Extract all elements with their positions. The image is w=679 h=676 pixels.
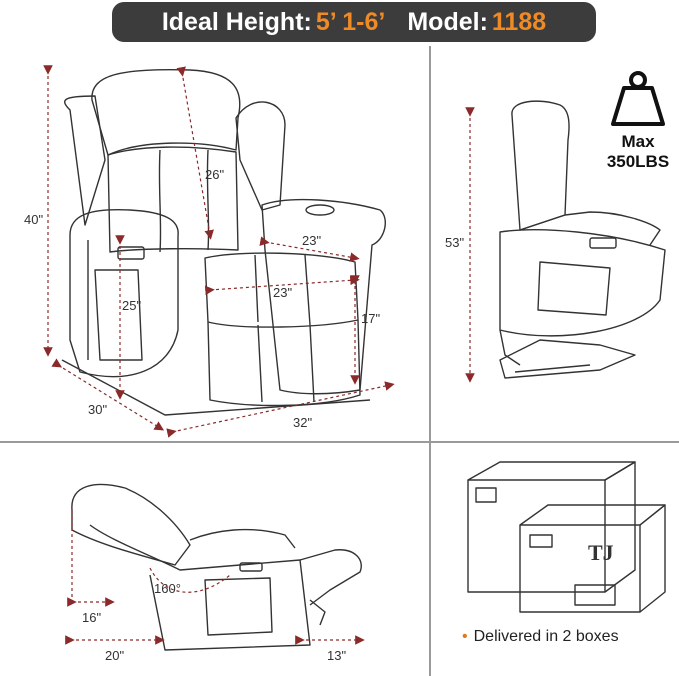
model-label: Model:: [407, 7, 488, 36]
back-height-label: 26": [205, 167, 225, 182]
seat-width-label: 23": [273, 285, 293, 300]
model-value: 1188: [491, 7, 547, 36]
lift-height-label: 53": [445, 235, 465, 250]
box-logo: TJ: [588, 540, 614, 565]
bullet-icon: •: [462, 628, 468, 645]
depth-label: 30": [88, 402, 108, 417]
max-weight-line1: Max: [621, 132, 655, 151]
max-weight-callout: Max 350LBS: [598, 70, 678, 172]
recline-view-chair-drawing: [71, 483, 362, 651]
shipping-note: • Delivered in 2 boxes: [462, 628, 619, 646]
seat-back-height-label: 25": [122, 298, 142, 313]
shipping-text: Delivered in 2 boxes: [473, 628, 619, 645]
vertical-divider: [429, 46, 431, 676]
max-weight-line2: 350LBS: [606, 152, 670, 171]
ideal-height-label: Ideal Height:: [161, 7, 312, 36]
title-banner: Ideal Height: 5’ 1-6’ Model: 1188: [112, 2, 596, 42]
seat-height-label: 17": [361, 311, 381, 326]
overall-height-label: 40": [24, 212, 44, 227]
recline-angle-label: 160°: [154, 581, 181, 596]
weight-icon: [611, 71, 665, 126]
ideal-height-value: 5’ 1-6’: [315, 7, 386, 36]
front-view-chair-drawing: [61, 68, 386, 416]
horizontal-divider: [0, 441, 679, 443]
armrest-width-label: 23": [302, 233, 322, 248]
base-depth-label: 20": [105, 648, 125, 663]
front-view-dimension-lines: [43, 65, 395, 438]
shipping-boxes-drawing: TJ: [467, 461, 666, 613]
recline-view-dimension-lines: [65, 510, 365, 645]
width-label: 32": [293, 415, 313, 430]
back-clearance-label: 16": [82, 610, 102, 625]
lift-view-chair-drawing: [499, 100, 666, 379]
footrest-length-label: 13": [327, 648, 347, 663]
